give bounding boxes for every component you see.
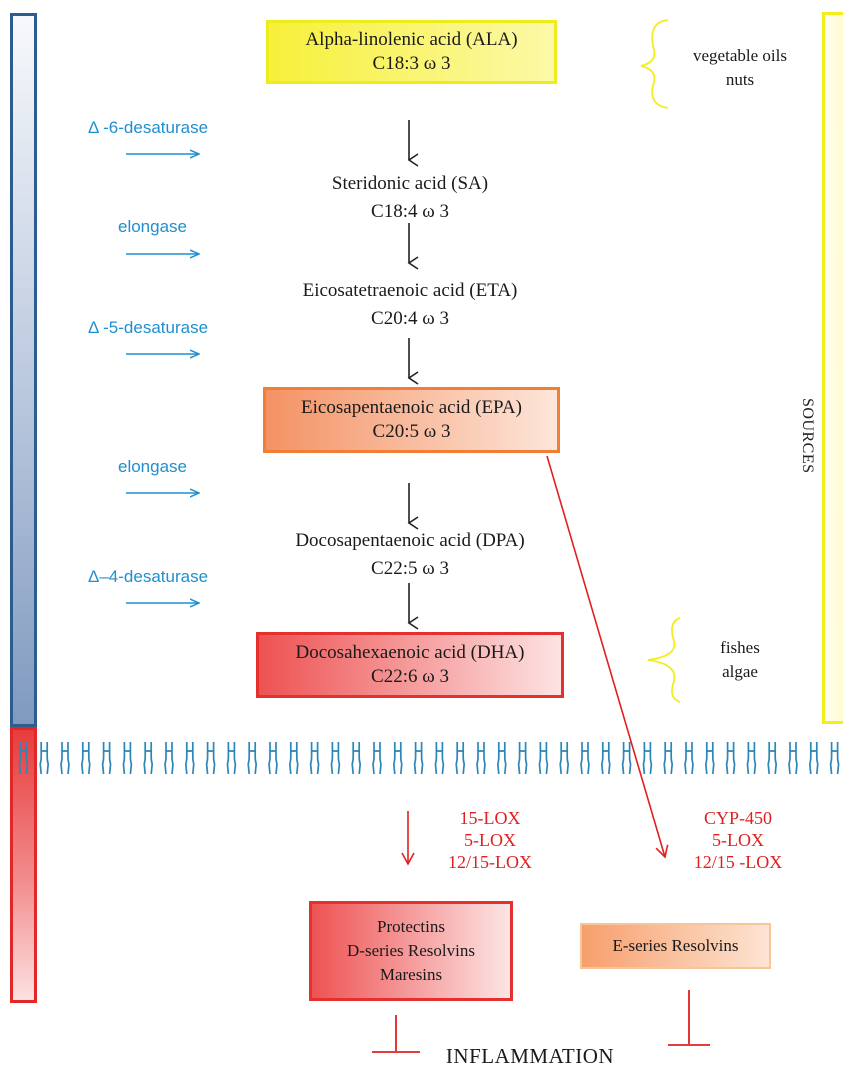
lipid-tail (725, 742, 736, 775)
enzyme-label-2: elongase (118, 217, 188, 236)
dha-enzyme-1: 15-LOX (459, 808, 521, 828)
lipid-tail (767, 742, 778, 775)
enzyme-label-4: elongase (118, 457, 188, 476)
lipid-tail (18, 742, 29, 775)
epa-enzyme-1: CYP-450 (703, 808, 772, 828)
inhibit-symbol-epa (668, 990, 710, 1046)
dpa-name: Docosapentaenoic acid (DPA) (295, 530, 525, 551)
lipid-tail (288, 742, 299, 775)
marine-source-2: algae (722, 662, 758, 681)
lipid-tail (684, 742, 694, 775)
plant-source-2: nuts (725, 70, 755, 89)
enzyme-label-5: Δ–4-desaturase (88, 567, 209, 586)
lipid-tail (184, 742, 195, 775)
epa-enzyme-2: 5-LOX (712, 830, 764, 850)
epa-box: Eicosapentaenoic acid (EPA) C20:5 ω 3 (263, 387, 560, 453)
product-e-series-resolvins: E-series Resolvins (612, 936, 739, 955)
plant-sources: vegetable oils nuts (670, 44, 810, 92)
lipid-tail (829, 742, 840, 775)
lipid-tail (143, 742, 154, 775)
sa-label: Steridonic acid (SA) C18:4 ω 3 (260, 170, 560, 226)
product-protectins: Protectins (377, 917, 445, 936)
lipid-tail (309, 742, 320, 775)
lipid-tail (559, 742, 570, 775)
lipid-tail (704, 742, 715, 775)
lipid-tail (372, 742, 382, 775)
inhibit-symbol-dha (372, 1015, 420, 1053)
sa-formula: C18:4 ω 3 (371, 201, 449, 222)
eta-label: Eicosatetraenoic acid (ETA) C20:4 ω 3 (250, 277, 570, 333)
dpa-formula: C22:5 ω 3 (371, 558, 449, 579)
lipid-tail (39, 742, 50, 775)
lipid-tail (434, 742, 445, 775)
dpa-label: Docosapentaenoic acid (DPA) C22:5 ω 3 (250, 527, 570, 583)
dha-products-box: Protectins D-series Resolvins Maresins (309, 901, 513, 1001)
epa-enzyme-3: 12/15 -LOX (693, 852, 783, 872)
enzyme-label-3: Δ -5-desaturase (88, 318, 209, 337)
sa-name: Steridonic acid (SA) (331, 173, 489, 194)
epa-products-box: E-series Resolvins (580, 923, 771, 969)
dha-box: Docosahexaenoic acid (DHA) C22:6 ω 3 (256, 632, 564, 698)
eta-name: Eicosatetraenoic acid (ETA) (302, 280, 518, 301)
lipid-tail (268, 742, 278, 775)
marine-sources: fishes algae (690, 636, 790, 684)
lipid-tail (60, 742, 70, 775)
lipid-tail (788, 742, 798, 775)
lipid-tail (476, 742, 486, 775)
lipid-tail (351, 742, 362, 775)
dha-enzyme-3: 12/15-LOX (448, 852, 532, 872)
cell-membrane (13, 724, 843, 792)
lipid-tail (413, 742, 424, 775)
product-d-series-resolvins: D-series Resolvins (347, 941, 475, 960)
lipid-tail (330, 742, 341, 775)
lipid-tail (746, 742, 757, 775)
left-bar-synthesis (10, 13, 37, 727)
lipid-tail (580, 742, 590, 775)
lipid-tail (226, 742, 237, 775)
plant-source-1: vegetable oils (693, 46, 787, 65)
lipid-tail (517, 742, 528, 775)
ala-formula: C18:3 ω 3 (372, 53, 451, 74)
epa-name: Eicosapentaenoic acid (EPA) (301, 397, 522, 418)
lipid-tail (392, 742, 403, 775)
dha-formula: C22:6 ω 3 (371, 666, 449, 687)
epa-formula: C20:5 ω 3 (372, 421, 451, 442)
epa-pathway-enzymes: CYP-450 5-LOX 12/15 -LOX (668, 807, 808, 873)
lipid-tail (205, 742, 216, 775)
sources-bar (822, 12, 843, 724)
lipid-tail (538, 742, 549, 775)
lipid-tail (455, 742, 466, 775)
ala-box: Alpha-linolenic acid (ALA) C18:3 ω 3 (266, 20, 557, 84)
marine-source-1: fishes (720, 638, 760, 657)
dha-pathway-enzymes: 15-LOX 5-LOX 12/15-LOX (425, 807, 555, 873)
lipid-tail (496, 742, 507, 775)
eta-formula: C20:4 ω 3 (371, 308, 449, 329)
epa-metabolism-arrow (546, 455, 669, 859)
lipid-tail (247, 742, 258, 775)
enzyme-label-1: Δ -6-desaturase (88, 118, 209, 137)
lipid-tail (164, 742, 174, 775)
lipid-tail (101, 742, 112, 775)
lipid-tail (122, 742, 133, 775)
lipid-tail (808, 742, 819, 775)
dha-name: Docosahexaenoic acid (DHA) (295, 642, 525, 663)
brace-plant-sources (640, 19, 669, 109)
product-maresins: Maresins (379, 965, 443, 984)
lipid-tail (642, 742, 653, 775)
lipid-tail (663, 742, 674, 775)
lipid-tail (621, 742, 632, 775)
brace-marine-sources (647, 617, 681, 703)
ala-name: Alpha-linolenic acid (ALA) (305, 29, 518, 50)
lipid-tail (80, 742, 91, 775)
dha-enzyme-2: 5-LOX (464, 830, 516, 850)
lipid-tail (600, 742, 611, 775)
inflammation-label: INFLAMMATION (445, 1044, 615, 1068)
